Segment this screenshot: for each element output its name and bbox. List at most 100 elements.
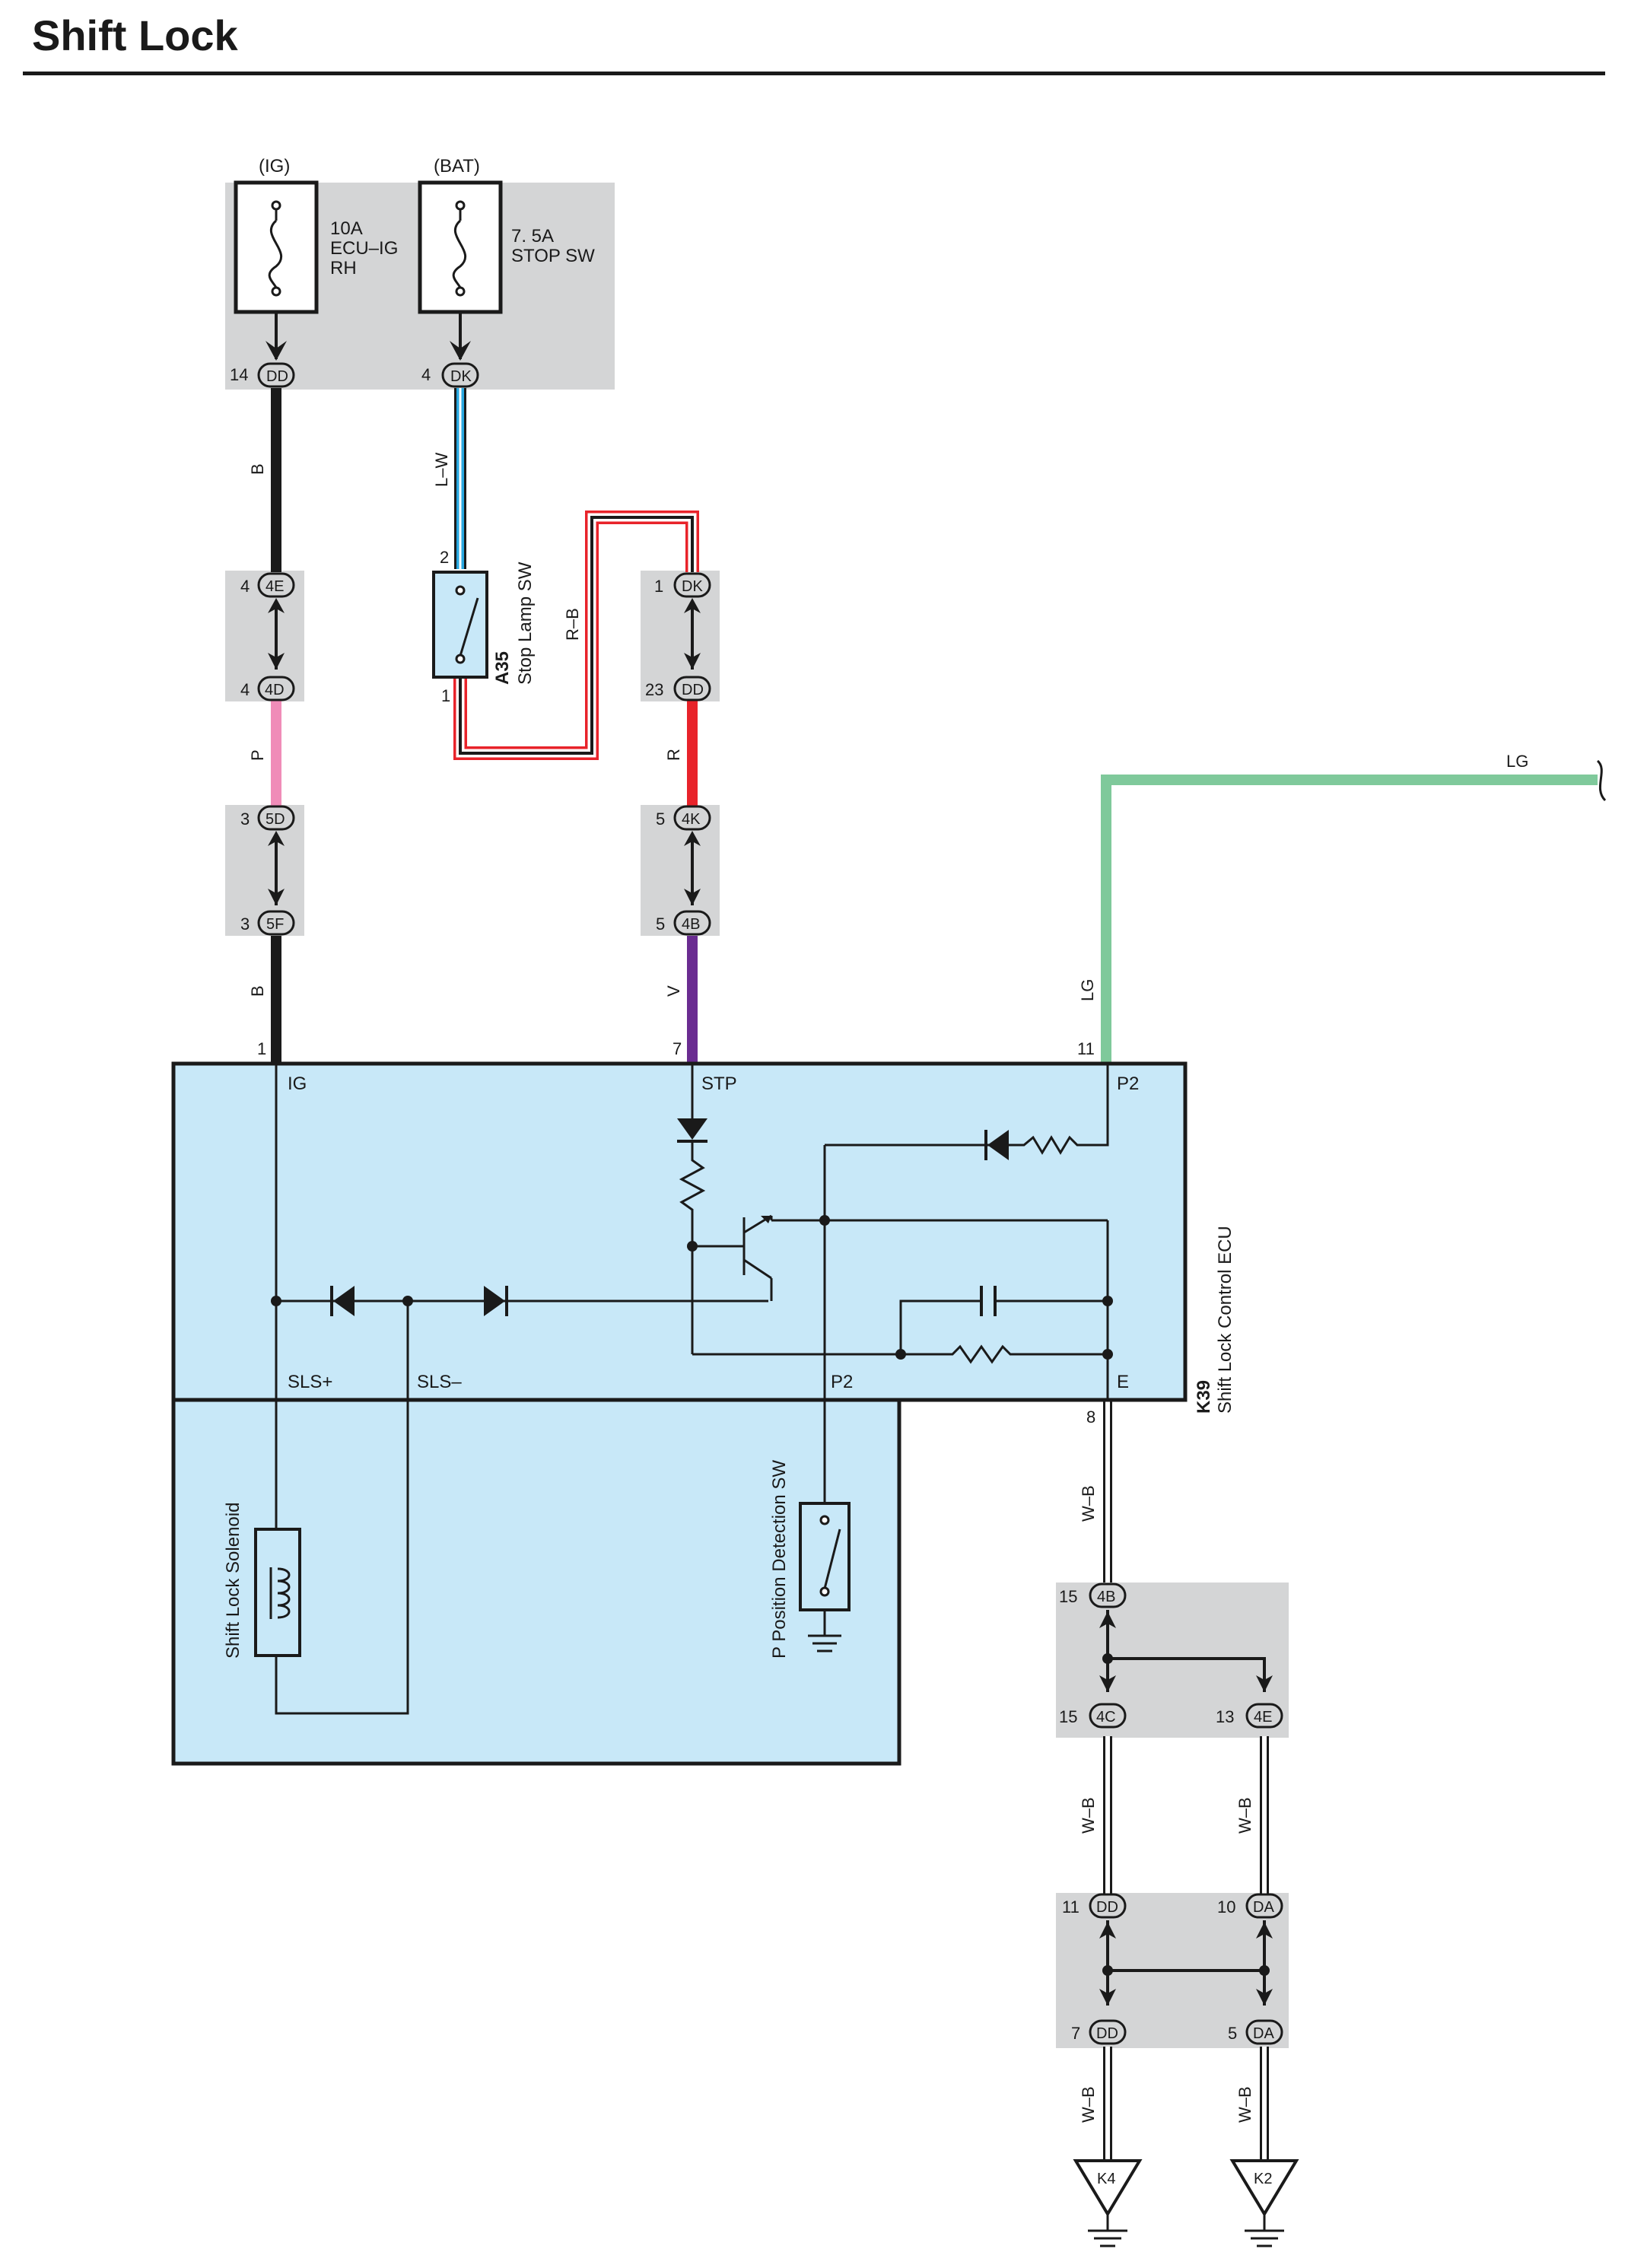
svg-text:11: 11 <box>1062 1897 1080 1917</box>
svg-text:DA: DA <box>1253 2025 1274 2042</box>
wire-label-wb-left-bottom: W–B <box>1079 2086 1098 2123</box>
svg-text:15: 15 <box>1059 1587 1077 1606</box>
svg-text:4K: 4K <box>682 811 701 828</box>
svg-text:DD: DD <box>682 682 704 698</box>
wire-lg <box>1101 775 1598 1064</box>
svg-text:DD: DD <box>266 368 288 385</box>
wire-label-b-bottom: B <box>248 985 267 997</box>
svg-text:5D: 5D <box>266 811 285 828</box>
svg-text:5: 5 <box>656 810 665 829</box>
wire-break <box>1596 759 1607 802</box>
svg-text:14: 14 <box>230 365 248 384</box>
fuse-stop-sw <box>418 180 503 314</box>
connector-4k: 5 4K <box>656 805 711 831</box>
diode-sls-minus <box>484 1286 505 1316</box>
term-p2-bottom: P2 <box>831 1372 853 1392</box>
svg-text:3: 3 <box>240 810 250 829</box>
fuse-ecu-ig <box>234 180 319 314</box>
wire-label-wb-right-mid: W–B <box>1235 1797 1254 1834</box>
svg-text:23: 23 <box>645 680 663 699</box>
connector-4e-13: 13 4E <box>1216 1703 1283 1729</box>
p-switch-name: P Position Detection SW <box>769 1460 790 1659</box>
fuse1-rating: 10A <box>330 218 363 239</box>
wire-label-l-w: L–W <box>432 453 451 487</box>
svg-text:5: 5 <box>1228 2024 1237 2043</box>
wire-label-wb-right-bottom: W–B <box>1235 2086 1254 2123</box>
stop-lamp-pin-1: 1 <box>441 686 450 705</box>
fuse2-rating: 7. 5A <box>511 226 554 247</box>
junction-dots <box>271 1215 1113 1360</box>
ecu-pin-e: 8 <box>1086 1408 1095 1427</box>
svg-text:5F: 5F <box>266 916 284 933</box>
svg-text:4: 4 <box>240 680 250 699</box>
solenoid-name: Shift Lock Solenoid <box>223 1503 243 1659</box>
wire-label-wb-left-mid: W–B <box>1079 1797 1098 1834</box>
diode-p2 <box>987 1130 1009 1160</box>
connector-4b-5: 5 4B <box>656 910 711 936</box>
connector-dd-7: 7 DD <box>1071 2019 1127 2045</box>
ground-k4-label: K4 <box>1097 2171 1115 2187</box>
term-e: E <box>1117 1372 1129 1392</box>
svg-text:DK: DK <box>682 578 703 595</box>
ground-k4-icon <box>1073 2159 1143 2247</box>
fuse1-name2: RH <box>330 258 357 278</box>
term-sls-plus: SLS+ <box>288 1372 332 1392</box>
connector-dd-11: 11 DD <box>1062 1893 1127 1919</box>
ground-k2-icon <box>1229 2159 1299 2247</box>
wire-label-p: P <box>248 749 267 761</box>
ground-k2-label: K2 <box>1254 2171 1272 2187</box>
svg-text:4B: 4B <box>682 916 700 933</box>
term-p2-top: P2 <box>1117 1074 1139 1094</box>
connector-4d: 4 4D <box>240 676 295 701</box>
svg-text:4: 4 <box>421 365 431 384</box>
connector-4e: 4 4E <box>240 572 295 598</box>
ecu-name: Shift Lock Control ECU <box>1215 1226 1235 1414</box>
fuse1-source: (IG) <box>259 156 290 177</box>
connector-da-5: 5 DA <box>1228 2019 1283 2045</box>
svg-text:1: 1 <box>654 577 663 596</box>
title-rule <box>23 72 1605 75</box>
stop-lamp-switch <box>432 571 488 679</box>
svg-text:15: 15 <box>1059 1707 1077 1726</box>
ecu-pin-p2: 11 <box>1077 1039 1095 1058</box>
svg-text:4D: 4D <box>265 682 285 698</box>
diode-stp <box>677 1118 707 1140</box>
shift-lock-solenoid <box>254 1528 301 1657</box>
svg-text:4E: 4E <box>1254 1709 1272 1726</box>
wire-label-r-b: R–B <box>563 608 582 641</box>
svg-text:4: 4 <box>240 577 250 596</box>
svg-text:4B: 4B <box>1097 1589 1115 1605</box>
connector-dd-14: 14 DD <box>230 362 295 388</box>
ecu-internal-circuit <box>275 1064 1109 1715</box>
page-title: Shift Lock <box>32 11 238 59</box>
svg-text:7: 7 <box>1071 2024 1080 2043</box>
wire-label-v: V <box>664 985 683 997</box>
wire-label-lg-right: LG <box>1506 752 1528 771</box>
wire-label-b-top: B <box>248 463 267 475</box>
wire-label-lg-vertical: LG <box>1078 979 1097 1001</box>
svg-text:4E: 4E <box>266 578 284 595</box>
svg-text:4C: 4C <box>1096 1709 1116 1726</box>
connector-4b-15: 15 4B <box>1059 1583 1127 1608</box>
svg-text:10: 10 <box>1217 1897 1235 1917</box>
svg-text:DD: DD <box>1096 2025 1118 2042</box>
transistor-arrow <box>761 1216 771 1223</box>
connector-da-10: 10 DA <box>1217 1893 1283 1919</box>
stop-lamp-code: A35 <box>492 651 513 685</box>
ecu-pin-ig: 1 <box>257 1039 266 1058</box>
svg-text:DA: DA <box>1253 1899 1274 1916</box>
connector-dk-1: 1 DK <box>654 572 711 598</box>
ecu-body <box>171 1061 1188 1402</box>
wire-label-wb-main: W–B <box>1079 1485 1098 1522</box>
svg-text:5: 5 <box>656 915 665 934</box>
fuse2-name: STOP SW <box>511 246 595 266</box>
svg-text:3: 3 <box>240 915 250 934</box>
ecu-code: K39 <box>1194 1380 1214 1414</box>
wire-label-r: R <box>664 749 683 761</box>
term-ig: IG <box>288 1074 307 1094</box>
term-stp: STP <box>701 1074 737 1094</box>
fuse2-source: (BAT) <box>434 156 480 177</box>
svg-text:13: 13 <box>1216 1707 1234 1726</box>
diode-sls-plus <box>333 1286 355 1316</box>
